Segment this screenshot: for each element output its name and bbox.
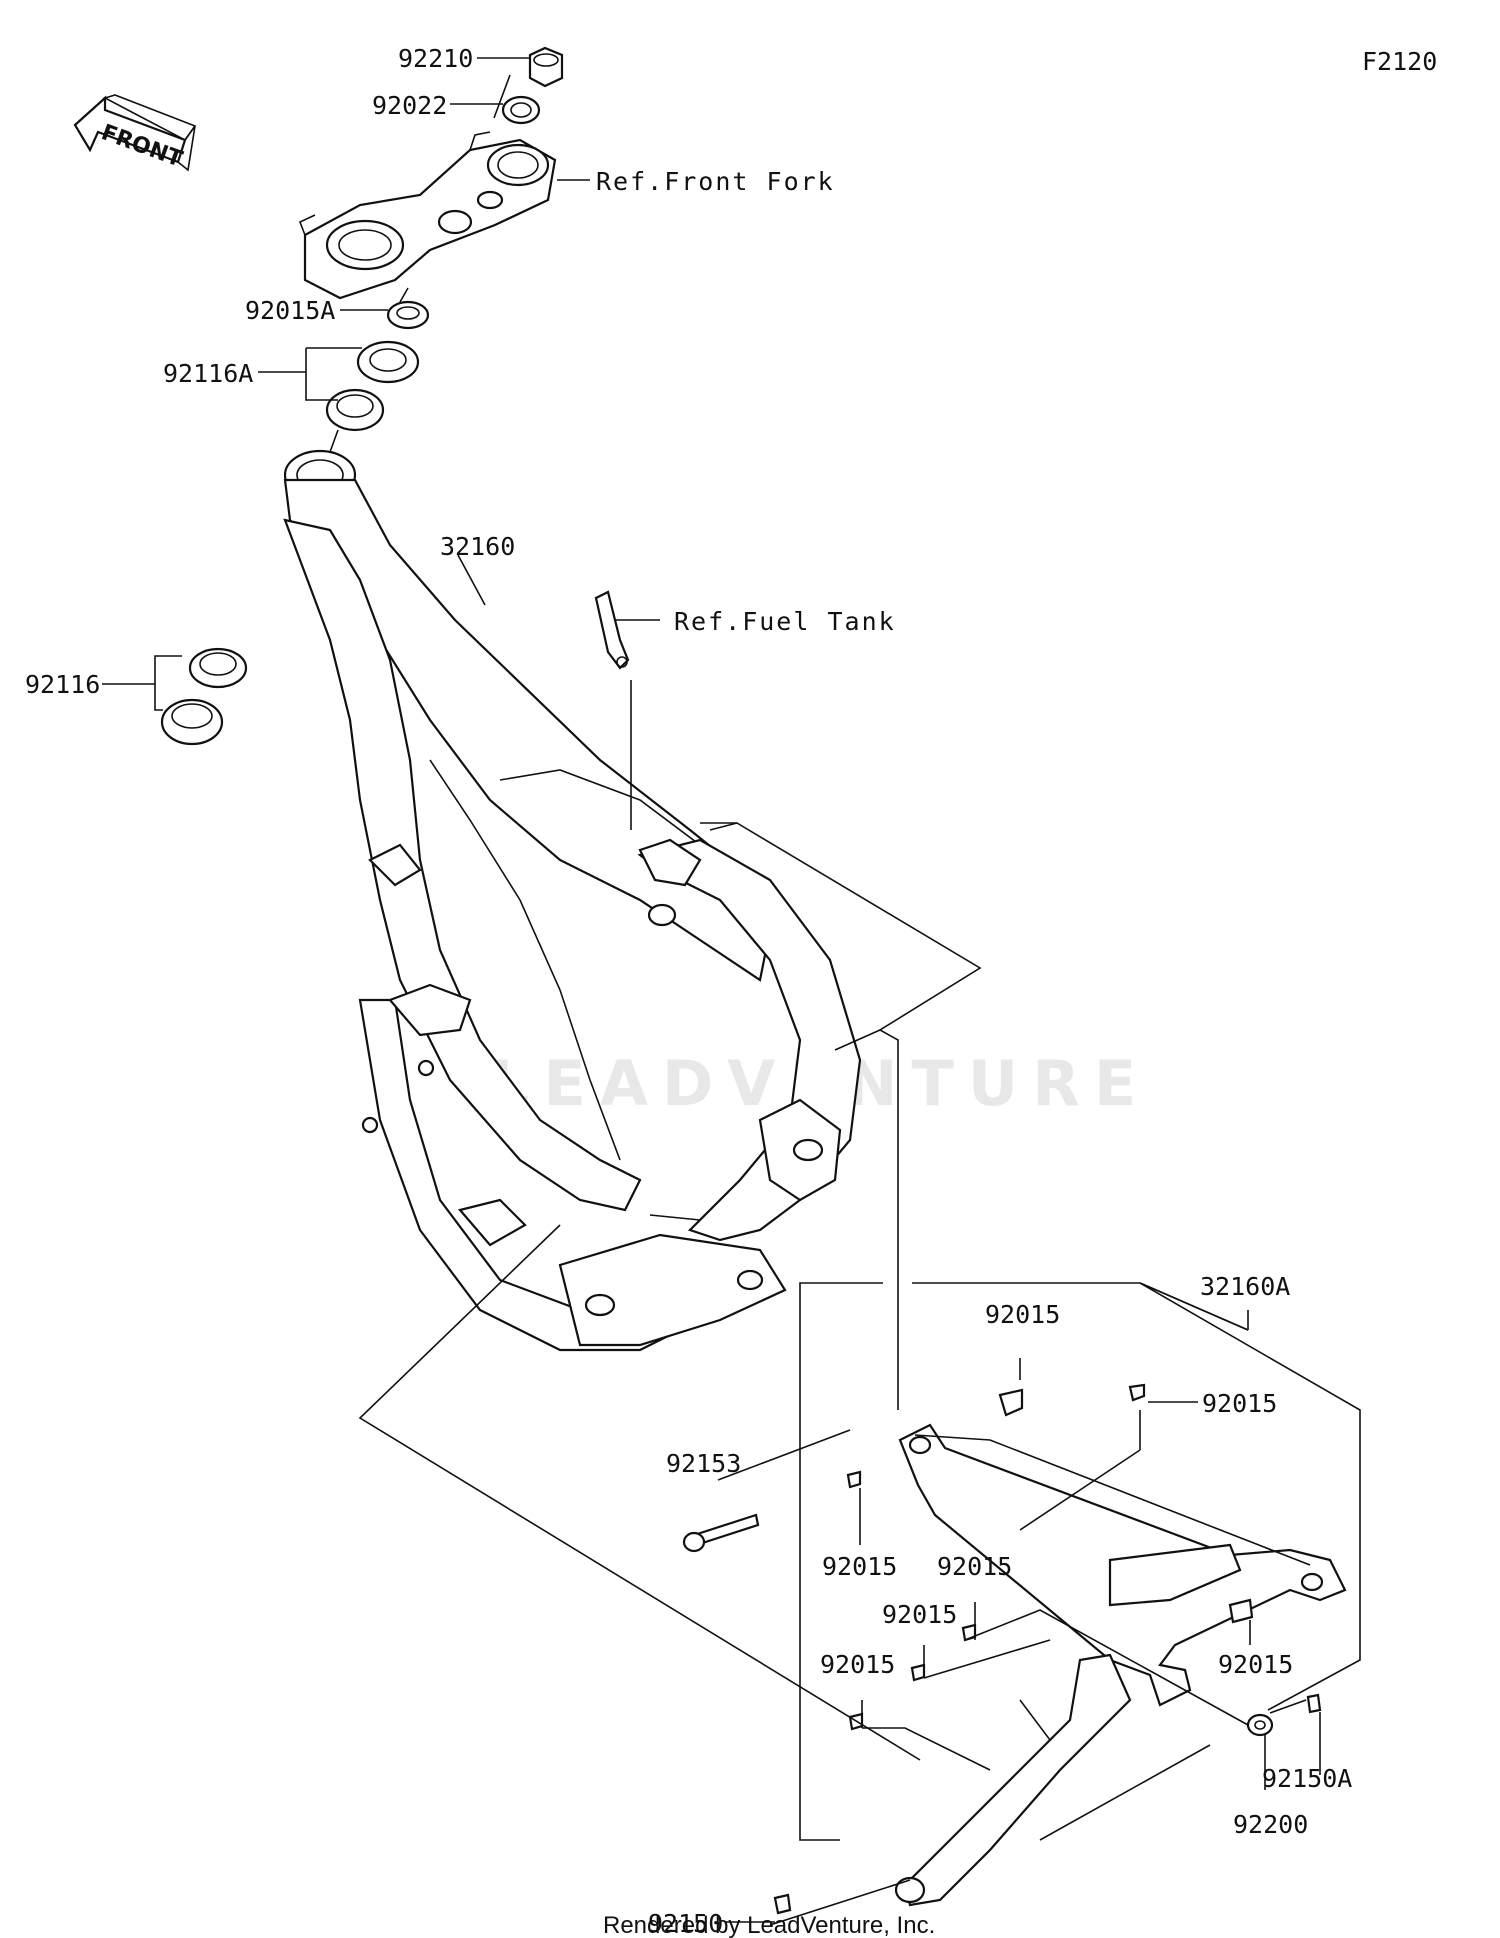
part-label-92210[interactable]: 92210 <box>398 44 473 73</box>
main-frame-icon <box>283 449 862 1352</box>
subframe-icon <box>894 1423 1347 1907</box>
part-label-92015-top[interactable]: 92015 <box>985 1300 1060 1329</box>
part-label-92150A[interactable]: 92150A <box>1262 1764 1352 1793</box>
bolt-icon <box>682 1383 1322 1915</box>
lower-bearing-icon <box>160 647 248 746</box>
upper-triple-clamp-icon <box>298 131 557 300</box>
footer-credit: Rendered by LeadVenture, Inc. <box>603 1912 935 1938</box>
part-label-92015-rear[interactable]: 92015 <box>1218 1650 1293 1679</box>
part-label-92015-mid2[interactable]: 92015 <box>937 1552 1012 1581</box>
front-arrow-icon: FRONT <box>73 94 197 172</box>
part-label-92116A[interactable]: 92116A <box>163 359 253 388</box>
part-label-92015A[interactable]: 92015A <box>245 296 335 325</box>
part-label-92116[interactable]: 92116 <box>25 670 100 699</box>
part-label-92015-mid[interactable]: 92015 <box>822 1552 897 1581</box>
part-label-92200[interactable]: 92200 <box>1233 1810 1308 1839</box>
part-label-92150[interactable]: 92150 <box>648 1909 723 1938</box>
stem-nut-icon <box>386 300 430 330</box>
part-label-92153[interactable]: 92153 <box>666 1449 741 1478</box>
diagram-code: F2120 <box>1362 47 1437 76</box>
washer-icon <box>501 95 541 125</box>
part-label-92022[interactable]: 92022 <box>372 91 447 120</box>
part-label-32160A[interactable]: 32160A <box>1200 1272 1290 1301</box>
part-label-92015-low[interactable]: 92015 <box>820 1650 895 1679</box>
part-label-92015-mid3[interactable]: 92015 <box>882 1600 957 1629</box>
part-label-32160[interactable]: 32160 <box>440 532 515 561</box>
upper-bearing-icon <box>325 340 420 432</box>
ref-fuel-tank[interactable]: Ref.Fuel Tank <box>674 607 896 636</box>
ref-front-fork[interactable]: Ref.Front Fork <box>596 167 835 196</box>
top-nut-icon <box>528 46 564 88</box>
part-label-92015-right[interactable]: 92015 <box>1202 1389 1277 1418</box>
fuel-tank-bracket-icon <box>594 590 630 670</box>
